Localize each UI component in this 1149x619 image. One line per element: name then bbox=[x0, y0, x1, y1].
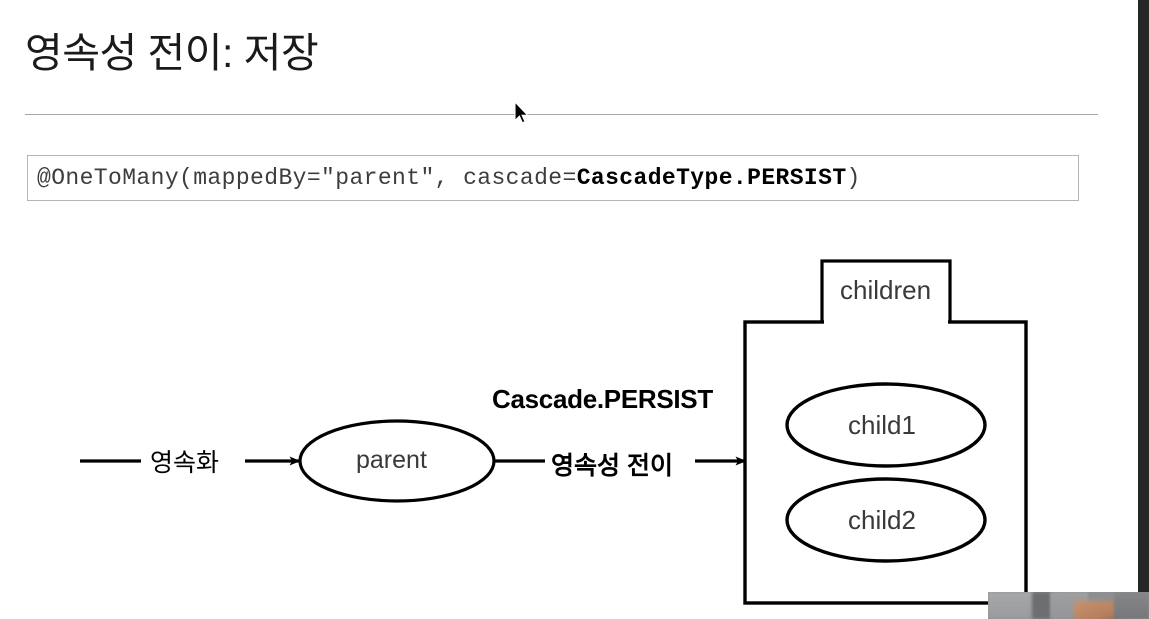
code-prefix: @OneToMany(mappedBy="parent", cascade= bbox=[37, 165, 577, 191]
title-divider bbox=[25, 114, 1098, 115]
webcam-region-dark bbox=[1032, 592, 1052, 619]
webcam-overlay[interactable] bbox=[988, 592, 1149, 619]
cascade-persist-label: Cascade.PERSIST bbox=[492, 384, 713, 414]
mouse-cursor-icon bbox=[514, 101, 529, 124]
webcam-region-left bbox=[988, 592, 1034, 619]
children-tab-label: children bbox=[840, 275, 932, 305]
parent-node-label: parent bbox=[356, 446, 427, 474]
webcam-region-person bbox=[1074, 601, 1120, 619]
right-edge-band bbox=[1138, 0, 1149, 619]
code-snippet-text: @OneToMany(mappedBy="parent", cascade=Ca… bbox=[28, 165, 861, 191]
cascade-transfer-label: 영속성 전이 bbox=[551, 452, 673, 480]
code-keyword: CascadeType.PERSIST bbox=[576, 165, 847, 191]
child2-node-label: child2 bbox=[848, 505, 916, 535]
page-title: 영속성 전이: 저장 bbox=[25, 30, 319, 76]
code-snippet-box: @OneToMany(mappedBy="parent", cascade=Ca… bbox=[27, 155, 1079, 201]
child1-node-label: child1 bbox=[848, 410, 916, 440]
code-suffix: ) bbox=[846, 165, 861, 191]
webcam-region-right bbox=[1114, 592, 1149, 619]
persist-label: 영속화 bbox=[150, 449, 220, 477]
children-container-box bbox=[743, 320, 1028, 605]
